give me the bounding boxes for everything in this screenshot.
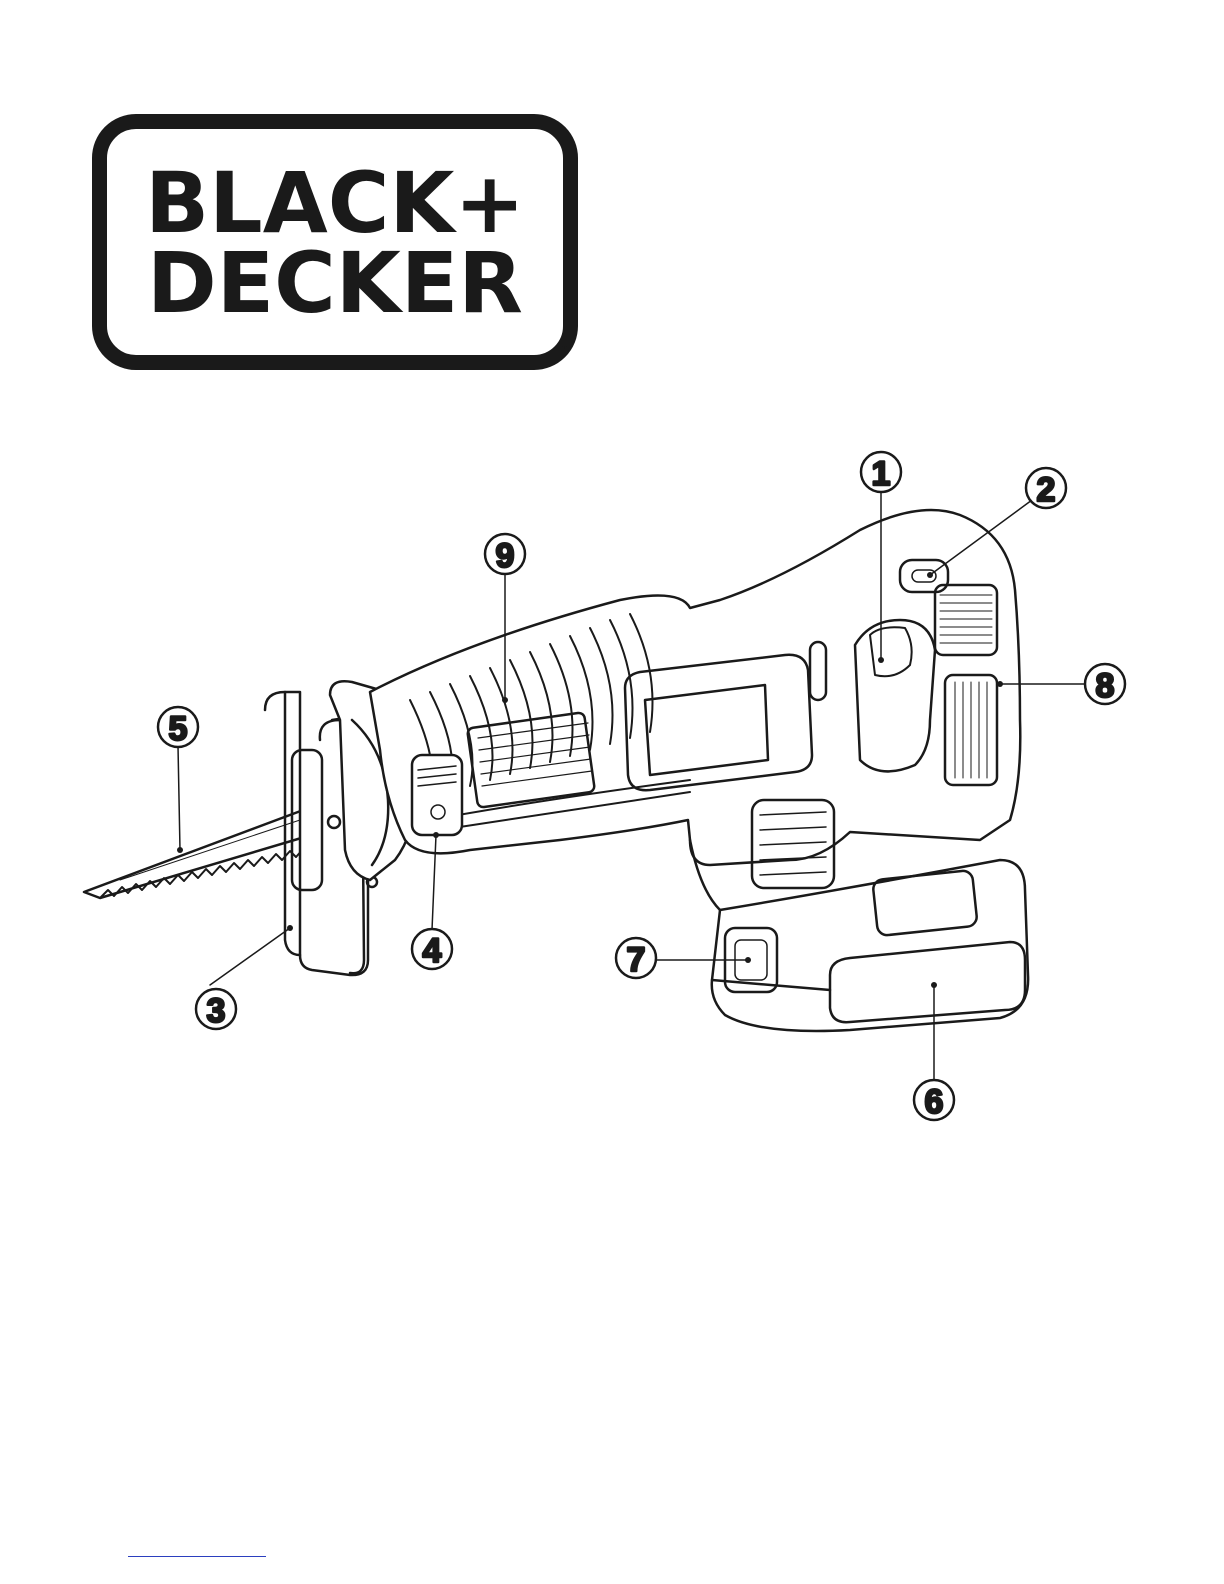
callout-5: 5 <box>169 710 188 748</box>
battery-pack-drawing <box>712 860 1028 1031</box>
callout-1: 1 <box>872 455 891 493</box>
saw-body-drawing <box>370 510 1020 910</box>
logo-line-2: DECKER <box>107 241 563 325</box>
footer-link-underline <box>128 1556 266 1557</box>
callout-6: 6 <box>925 1083 944 1121</box>
callout-7: 7 <box>627 941 646 979</box>
trademark-symbol: ™ <box>557 343 570 358</box>
logo-line-1: BLACK+ <box>107 161 563 245</box>
callout-2: 2 <box>1037 471 1056 509</box>
reciprocating-saw-diagram: 1 2 3 4 5 6 7 8 9 <box>0 420 1224 1150</box>
brand-logo: BLACK+ DECKER <box>92 114 578 370</box>
callout-4: 4 <box>423 932 442 970</box>
callout-3: 3 <box>207 992 226 1030</box>
callout-8: 8 <box>1096 667 1115 705</box>
callout-9: 9 <box>496 537 515 575</box>
